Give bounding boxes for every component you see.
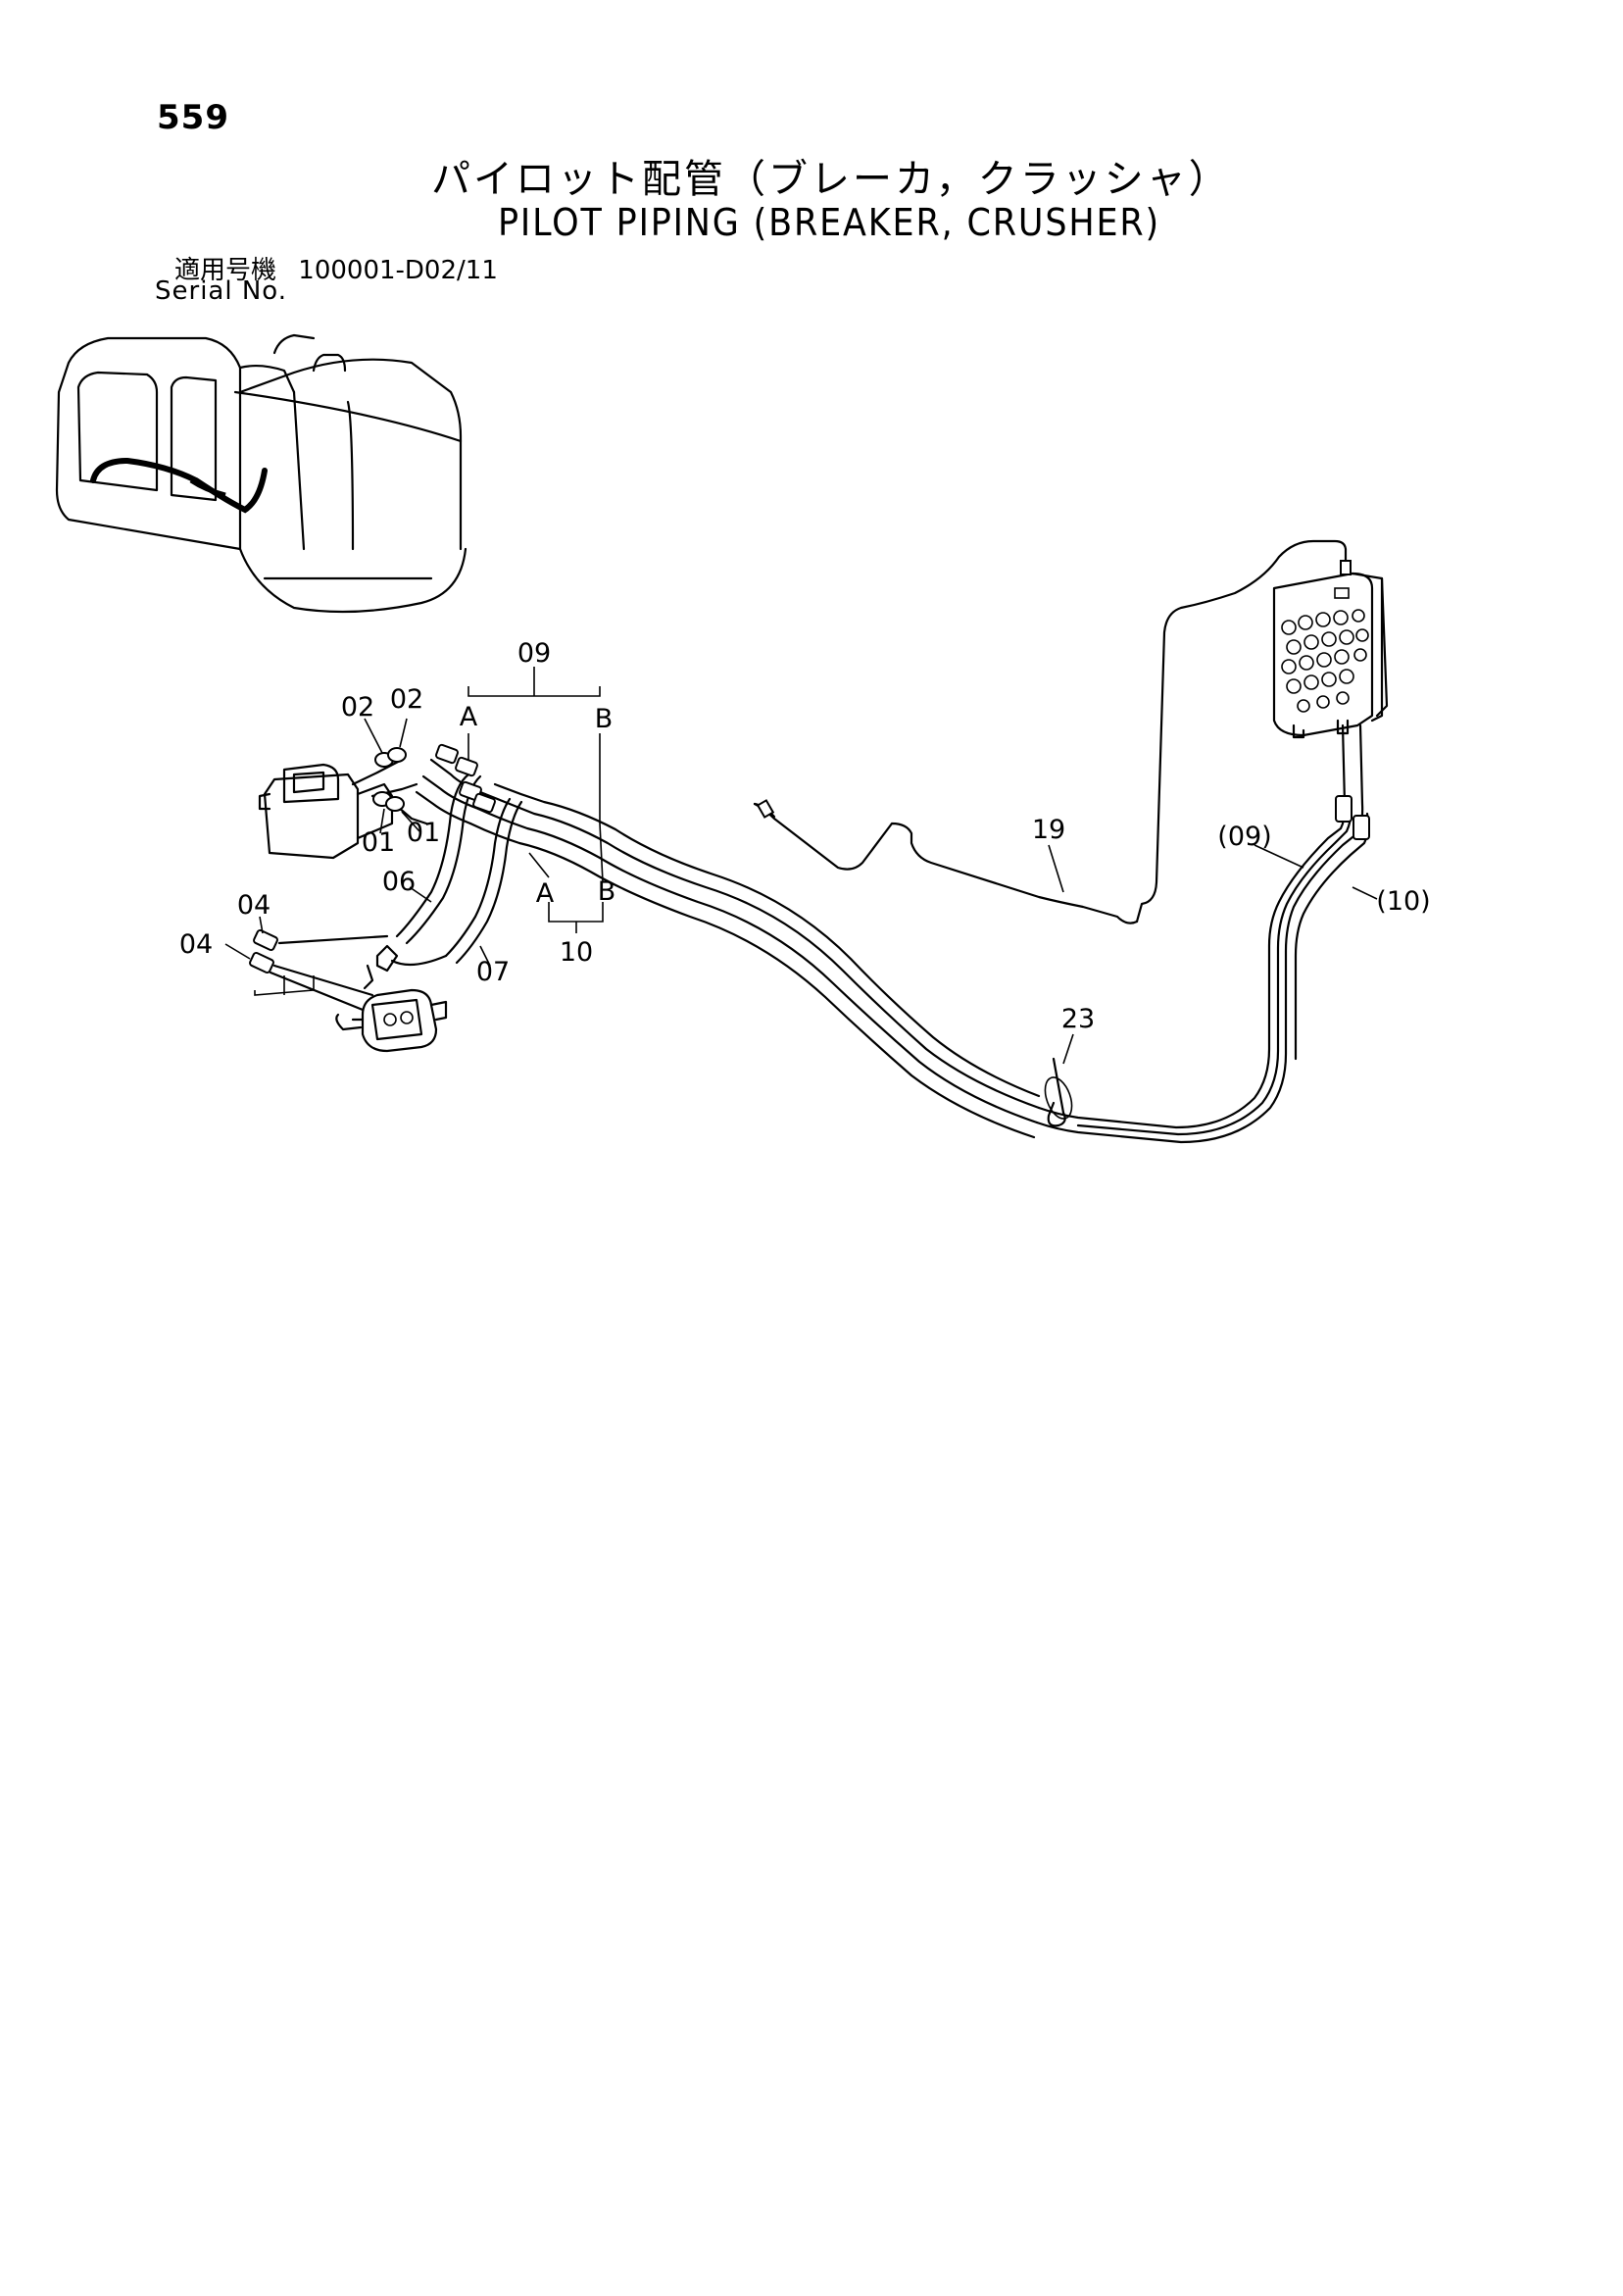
page-title-japanese: パイロット配管（ブレーカ，クラッシャ） xyxy=(431,157,1231,202)
callout-19: 19 xyxy=(1032,815,1065,845)
callout-09: 09 xyxy=(517,638,551,669)
callout-b-top: B xyxy=(595,704,614,734)
excavator-overview-illustration xyxy=(55,333,467,614)
callout-01-left: 01 xyxy=(362,827,395,858)
callout-07: 07 xyxy=(476,957,510,987)
pilot-line-19 xyxy=(753,539,1348,924)
page-number: 559 xyxy=(157,98,229,137)
pilot-hoses-left xyxy=(390,743,523,967)
serial-value: 100001-D02/11 xyxy=(298,256,498,285)
callout-04-upper: 04 xyxy=(237,890,270,921)
shuttle-valve xyxy=(249,928,448,1053)
callout-23: 23 xyxy=(1061,1004,1095,1034)
callout-10: 10 xyxy=(560,937,593,968)
hose-bundle-09-10 xyxy=(468,724,1370,1144)
callout-04-lower: 04 xyxy=(179,929,213,960)
serial-label-japanese: 適用号機 xyxy=(174,256,277,285)
callout-01-right: 01 xyxy=(407,818,440,848)
serial-row: 適用号機 100001-D02/11 xyxy=(174,250,498,286)
callout-10-paren: (10) xyxy=(1376,886,1430,917)
callout-a-top: A xyxy=(460,702,478,732)
page-title-english: PILOT PIPING (BREAKER, CRUSHER) xyxy=(498,201,1161,244)
callout-a-bottom: A xyxy=(536,878,555,909)
control-valve-block xyxy=(1272,560,1389,739)
pilot-valve-block xyxy=(258,747,428,860)
callout-02-left: 02 xyxy=(341,692,374,723)
callout-06: 06 xyxy=(382,867,416,897)
callout-brackets xyxy=(224,667,1378,1065)
callout-09-paren: (09) xyxy=(1217,822,1271,852)
callout-b-bottom: B xyxy=(598,876,616,907)
serial-label-english: Serial No. xyxy=(155,276,287,306)
callout-02-right: 02 xyxy=(390,684,423,715)
